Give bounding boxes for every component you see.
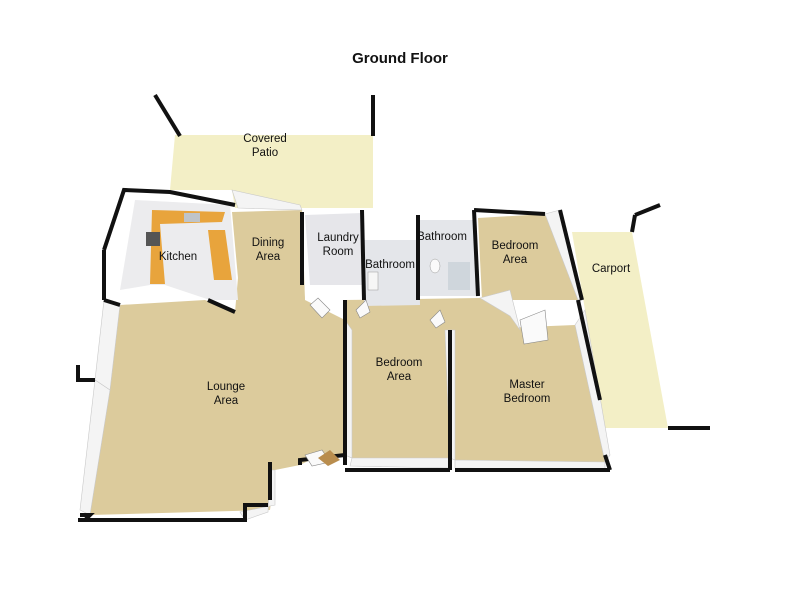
label-dining-area: Dining Area <box>252 236 285 264</box>
label-lounge-area: Lounge Area <box>207 380 245 408</box>
label-line: Bedroom <box>375 357 423 369</box>
entry-doormat <box>318 450 340 466</box>
toilet <box>429 258 441 274</box>
lounge-floor <box>90 250 345 515</box>
label-line: Patio <box>251 147 279 159</box>
dining-floor <box>232 210 305 300</box>
doors <box>304 297 549 467</box>
carport-floor <box>572 232 668 428</box>
label-bedroom-area-2: Bedroom Area <box>376 356 423 384</box>
kitchen-island <box>208 230 232 280</box>
kitchen-sink <box>184 213 200 222</box>
covered-patio-floor <box>170 135 373 208</box>
label-covered-patio: Covered Patio <box>243 132 286 160</box>
label-bathroom-2: Bathroom <box>365 258 415 272</box>
label-line: Area <box>502 254 528 266</box>
floor-title: Ground Floor <box>352 50 448 67</box>
vanity <box>367 271 379 291</box>
shower-tray <box>448 262 470 290</box>
label-carport: Carport <box>592 262 630 276</box>
kitchen-counter-back <box>150 210 225 284</box>
label-master-bedroom: Master Bedroom <box>504 378 551 406</box>
kitchen-floor <box>120 200 238 300</box>
label-bathroom-1: Bathroom <box>417 230 467 244</box>
label-line: Master <box>509 379 545 391</box>
label-line: Bathroom <box>417 231 467 243</box>
wall-faces <box>79 189 611 521</box>
label-line: Covered <box>243 133 287 145</box>
label-line: Kitchen <box>158 251 198 263</box>
label-bedroom-area-1: Bedroom Area <box>492 239 539 267</box>
label-laundry-room: Laundry Room <box>317 231 359 259</box>
label-kitchen: Kitchen <box>159 250 197 264</box>
label-line: Bathroom <box>365 259 415 271</box>
label-line: Area <box>255 251 281 263</box>
label-line: Carport <box>591 263 631 275</box>
hallway-floor <box>345 298 520 332</box>
label-line: Bedroom <box>503 393 551 405</box>
label-line: Area <box>386 371 412 383</box>
label-line: Bedroom <box>491 240 539 252</box>
master-bedroom-floor <box>455 325 605 462</box>
label-line: Laundry <box>317 232 359 244</box>
laundry-floor <box>305 213 364 285</box>
label-line: Area <box>213 395 239 407</box>
bedroom-area-2-floor <box>350 330 450 458</box>
label-line: Lounge <box>206 381 246 393</box>
label-line: Dining <box>251 237 285 249</box>
wall-tops <box>76 93 710 522</box>
label-line: Room <box>322 246 354 258</box>
cooktop <box>146 232 160 246</box>
